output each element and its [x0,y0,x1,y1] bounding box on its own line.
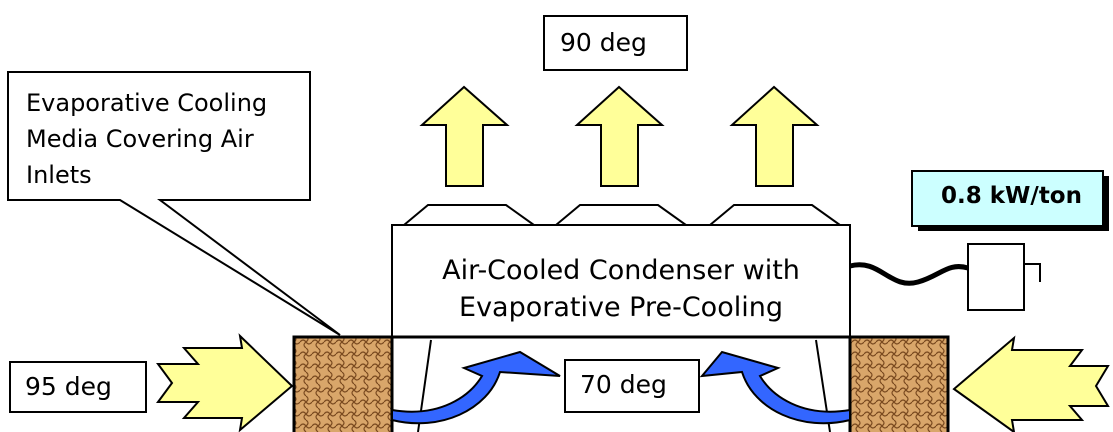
fan-hood-1 [401,204,538,226]
curved-arrow-left [391,350,561,425]
callout-label: Evaporative Cooling Media Covering Air I… [26,85,306,193]
condenser-line-1: Air-Cooled Condenser with [442,255,800,286]
up-arrow-2 [574,85,665,187]
condenser-line-2: Evaporative Pre-Cooling [459,292,783,323]
condenser-label: Air-Cooled Condenser with Evaporative Pr… [392,252,850,326]
inlet-temp-box [9,361,147,413]
meter-plug [1024,263,1041,282]
callout-line-1: Evaporative Cooling [26,89,268,117]
callout-line-3: Inlets [26,161,92,189]
power-meter [967,243,1025,311]
inlet-arrow-left [156,333,294,432]
callout-line-2: Media Covering Air [26,125,254,153]
curved-arrow-right [699,350,851,425]
up-arrow-3 [729,85,820,187]
efficiency-label: 0.8 kW/ton [941,183,1082,209]
inlet-arrow-right [952,335,1110,432]
media-panel-left [292,335,394,432]
up-arrow-1 [419,85,510,187]
power-cable [849,262,969,286]
efficiency-box [911,170,1104,227]
media-panel-right [848,335,950,432]
fan-hood-3 [707,204,844,226]
cooled-temp-box [564,359,700,413]
outlet-temp-box [543,15,688,71]
cooled-temp-label: 70 deg [580,370,667,399]
callout-box [7,71,341,336]
outlet-temp-label: 90 deg [560,28,647,57]
inlet-temp-label: 95 deg [25,372,112,401]
fan-hood-2 [553,204,690,226]
